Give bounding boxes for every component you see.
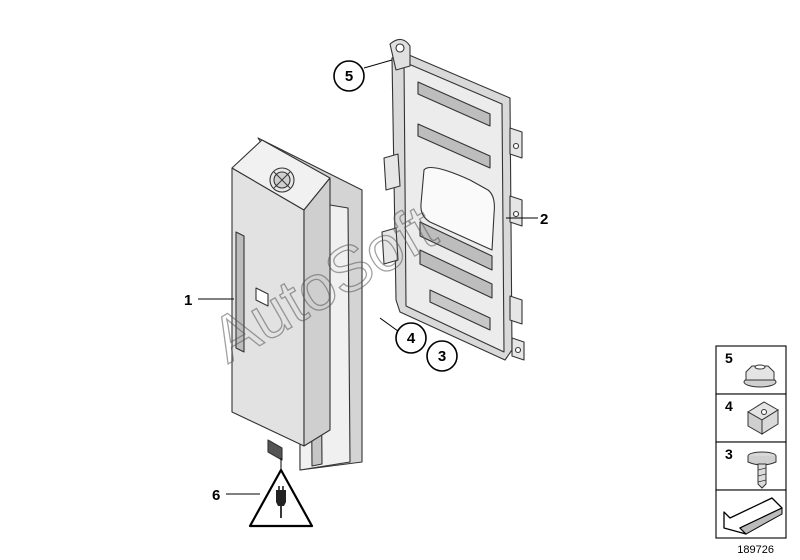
callout-3-circle: 3 [426,340,458,372]
callout-5: 5 [345,68,353,85]
legend-label-5: 5 [725,350,733,366]
electrical-warning-icon [248,458,314,528]
callout-2: 2 [540,211,548,228]
legend-label-4: 4 [725,398,733,414]
screw-icon [747,451,777,489]
callout-1: 1 [184,292,192,309]
document-id: 189726 [737,544,774,556]
hex-nut-icon [743,364,777,388]
fastener-legend: 5 4 3 [715,345,787,539]
callout-4: 4 [407,330,416,347]
callout-6: 6 [212,487,220,504]
legend-label-3: 3 [725,446,733,462]
mounting-bracket [381,38,525,361]
callout-3: 3 [438,348,446,365]
clip-nut-icon [747,401,779,435]
callout-4-circle: 4 [395,322,427,354]
control-unit [231,137,363,471]
callout-5-circle: 5 [333,60,365,92]
arrow-icon [723,497,783,535]
